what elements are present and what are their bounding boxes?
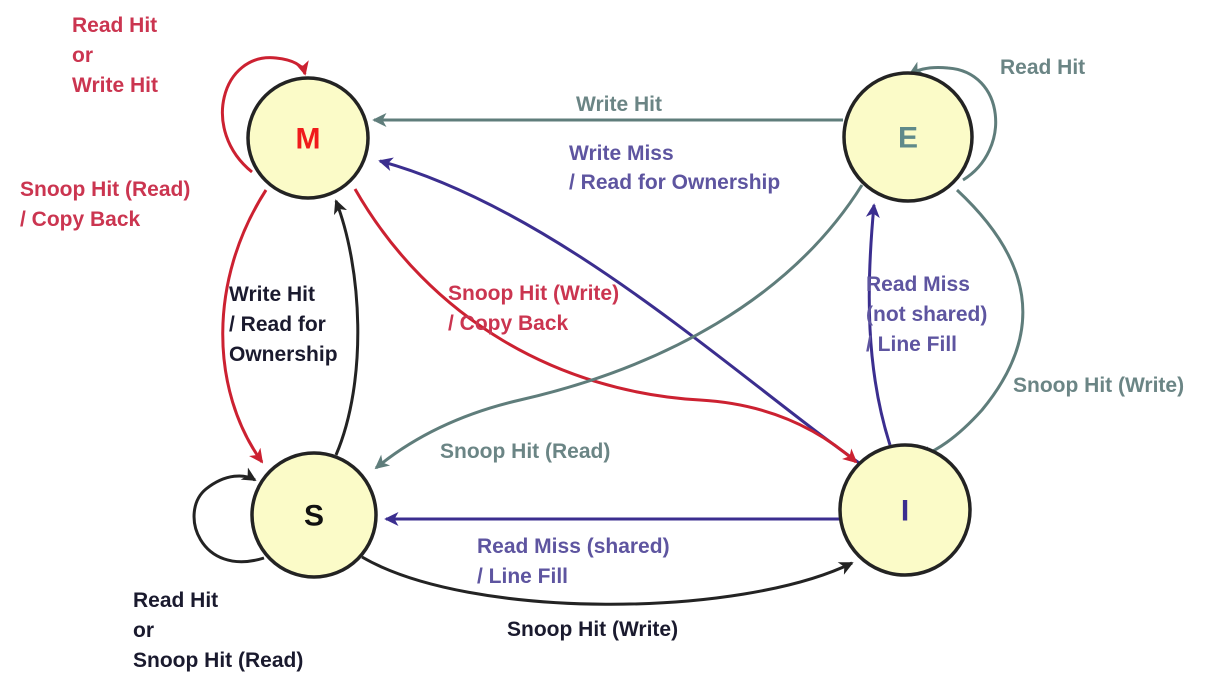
edge-i-to-e [865, 203, 892, 446]
state-node-s[interactable]: S [250, 451, 378, 579]
edge-label-e-to-s: Snoop Hit (Read) [440, 440, 610, 463]
edge-label-s-to-m-line3: Ownership [229, 343, 338, 366]
state-node-e[interactable]: E [842, 71, 974, 203]
edge-m-to-i [353, 188, 858, 464]
edge-label-i-to-e-line2: (not shared) [866, 303, 987, 326]
edge-label-s-self-line1: Read Hit [133, 589, 218, 612]
edge-e-to-i [918, 188, 1025, 460]
edge-label-e-to-s-line1: Snoop Hit (Read) [440, 440, 610, 463]
state-circle-s [250, 451, 378, 579]
edge-label-i-to-e-line3: / Line Fill [866, 333, 957, 356]
state-circle-e [842, 71, 974, 203]
edge-label-e-to-i: Snoop Hit (Write) [1013, 374, 1184, 397]
edge-label-e-self: Read Hit [1000, 56, 1085, 79]
edge-label-m-self-line1: Read Hit [72, 14, 157, 37]
state-label-s: S [304, 500, 324, 533]
state-node-i[interactable]: I [838, 443, 972, 577]
edge-label-m-to-i: Snoop Hit (Write) / Copy Back [448, 282, 619, 335]
edge-label-s-to-m-line1: Write Hit [229, 283, 315, 306]
edge-e-self-loop [908, 61, 998, 182]
edge-i-to-m [378, 157, 863, 467]
state-circle-m [246, 76, 370, 200]
edge-label-m-to-i-line1: Snoop Hit (Write) [448, 282, 619, 305]
edge-label-m-self-line2: or [72, 44, 93, 67]
state-circle-i [838, 443, 972, 577]
edge-s-to-i [361, 555, 854, 606]
edge-label-m-to-s-line1: Snoop Hit (Read) [20, 178, 190, 201]
edge-m-self-loop [220, 56, 309, 174]
edge-s-to-m [333, 199, 360, 456]
edge-label-s-to-m: Write Hit / Read for Ownership [229, 283, 338, 366]
edge-label-m-self-line3: Write Hit [72, 74, 158, 97]
edge-label-i-to-s-line1: Read Miss (shared) [477, 535, 670, 558]
state-label-i: I [901, 495, 909, 528]
edge-label-s-self: Read Hit or Snoop Hit (Read) [133, 589, 303, 672]
edge-label-i-to-e-line1: Read Miss [866, 273, 970, 296]
edge-label-i-to-m: Write Miss / Read for Ownership [569, 142, 780, 194]
edge-label-e-to-i-line1: Snoop Hit (Write) [1013, 374, 1184, 397]
edge-label-s-self-line2: or [133, 619, 154, 642]
edge-label-i-to-e: Read Miss (not shared) / Line Fill [866, 273, 987, 356]
state-node-m[interactable]: M [246, 76, 370, 200]
edge-label-m-to-s: Snoop Hit (Read) / Copy Back [20, 178, 190, 231]
edge-label-e-to-m: Write Hit [576, 93, 662, 116]
edge-label-s-to-i: Snoop Hit (Write) [507, 618, 678, 641]
edge-label-m-to-i-line2: / Copy Back [448, 312, 569, 335]
edge-label-m-self: Read Hit or Write Hit [72, 14, 158, 97]
state-label-e: E [898, 122, 918, 155]
edge-label-i-to-m-line1: Write Miss [569, 142, 674, 165]
edge-label-i-to-m-line2: / Read for Ownership [569, 171, 780, 194]
state-label-m: M [296, 123, 321, 156]
edge-label-e-to-m-line1: Write Hit [576, 93, 662, 116]
edge-label-i-to-s-line2: / Line Fill [477, 565, 568, 588]
edge-label-i-to-s: Read Miss (shared) / Line Fill [477, 535, 670, 588]
edge-label-e-self-line1: Read Hit [1000, 56, 1085, 79]
edge-label-s-to-i-line1: Snoop Hit (Write) [507, 618, 678, 641]
edge-e-to-s [374, 184, 864, 470]
edge-label-s-to-m-line2: / Read for [229, 313, 326, 336]
edge-m-to-s [221, 189, 268, 464]
edge-label-s-self-line3: Snoop Hit (Read) [133, 649, 303, 672]
edge-label-m-to-s-line2: / Copy Back [20, 208, 141, 231]
edge-s-self-loop [192, 467, 265, 564]
